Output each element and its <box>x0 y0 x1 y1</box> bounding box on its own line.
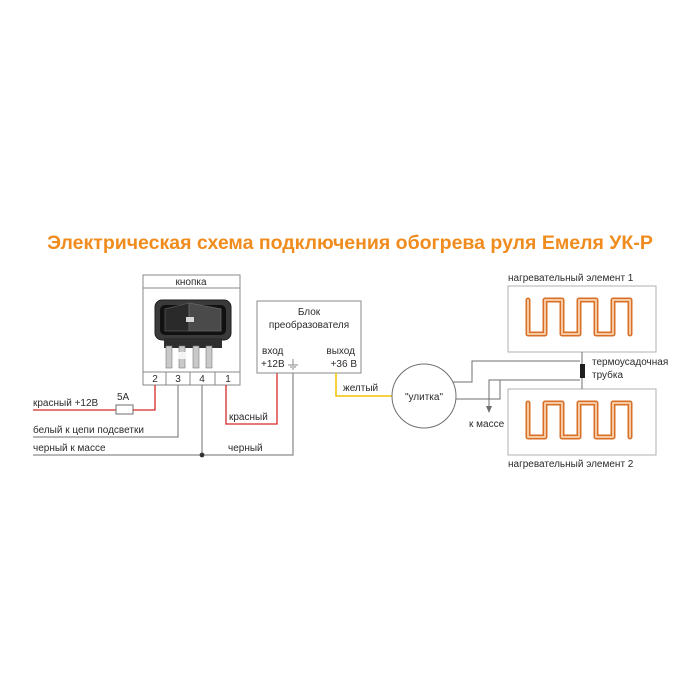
snail-to-heater2-wire <box>456 379 580 400</box>
heater1-coil <box>525 297 633 337</box>
heater2-coil <box>525 400 633 440</box>
converter-input-label: вход <box>262 346 284 357</box>
snail-label: "улитка" <box>405 392 443 403</box>
snail-connector <box>391 363 457 429</box>
ground-lead <box>488 379 500 406</box>
ground-label: к массе <box>469 419 505 430</box>
ground-junction <box>199 452 205 458</box>
black-ground-label: черный к массе <box>33 443 106 454</box>
snail-to-heater1-wire <box>453 360 580 383</box>
red-wire-to-converter <box>225 364 278 425</box>
converter-frame <box>256 300 362 374</box>
red-12v-wire-to-pin2 <box>133 385 156 411</box>
button-block: кнопка 2 3 4 1 <box>142 274 241 386</box>
converter-title-line2: преобразователя <box>269 319 349 331</box>
diagram-title: Электрическая схема подключения обогрева… <box>47 232 653 254</box>
red-wire-label: красный <box>229 412 268 423</box>
pin-2-label: 2 <box>152 374 158 385</box>
rocker-switch-icon <box>154 299 232 369</box>
converter-output-value: +36 В <box>331 359 358 370</box>
red-12v-label: красный +12В <box>33 398 99 409</box>
ground-arrow-icon <box>486 406 492 413</box>
pin-4-label: 4 <box>199 374 205 385</box>
pin-3-label: 3 <box>175 374 181 385</box>
shrink-label-line1: термоусадочная <box>592 357 668 368</box>
converter-output-label: выход <box>326 346 355 357</box>
white-wire <box>33 385 179 438</box>
black-wire-label: черный <box>228 443 263 454</box>
heat-shrink-tube <box>580 364 585 378</box>
black-ground-wire <box>33 364 294 456</box>
pin-1-label: 1 <box>225 374 231 385</box>
pin-row <box>142 371 241 386</box>
converter-title-line1: Блок <box>298 307 321 318</box>
converter-input-value: +12В <box>261 359 285 370</box>
fuse-icon <box>115 404 134 415</box>
shrink-label-line2: трубка <box>592 369 623 381</box>
ground-symbol-icon <box>288 359 298 370</box>
yellow-wire <box>335 373 392 397</box>
yellow-wire-label: желтый <box>343 383 378 394</box>
heater1-label: нагревательный элемент 1 <box>508 273 634 284</box>
fuse-label: 5А <box>117 392 130 403</box>
button-label: кнопка <box>175 277 206 288</box>
heater2-label: нагревательный элемент 2 <box>508 459 634 470</box>
white-wire-label: белый к цепи подсветки <box>33 424 144 436</box>
converter-block: Блок преобразователя вход +12В выход +36… <box>256 300 362 374</box>
